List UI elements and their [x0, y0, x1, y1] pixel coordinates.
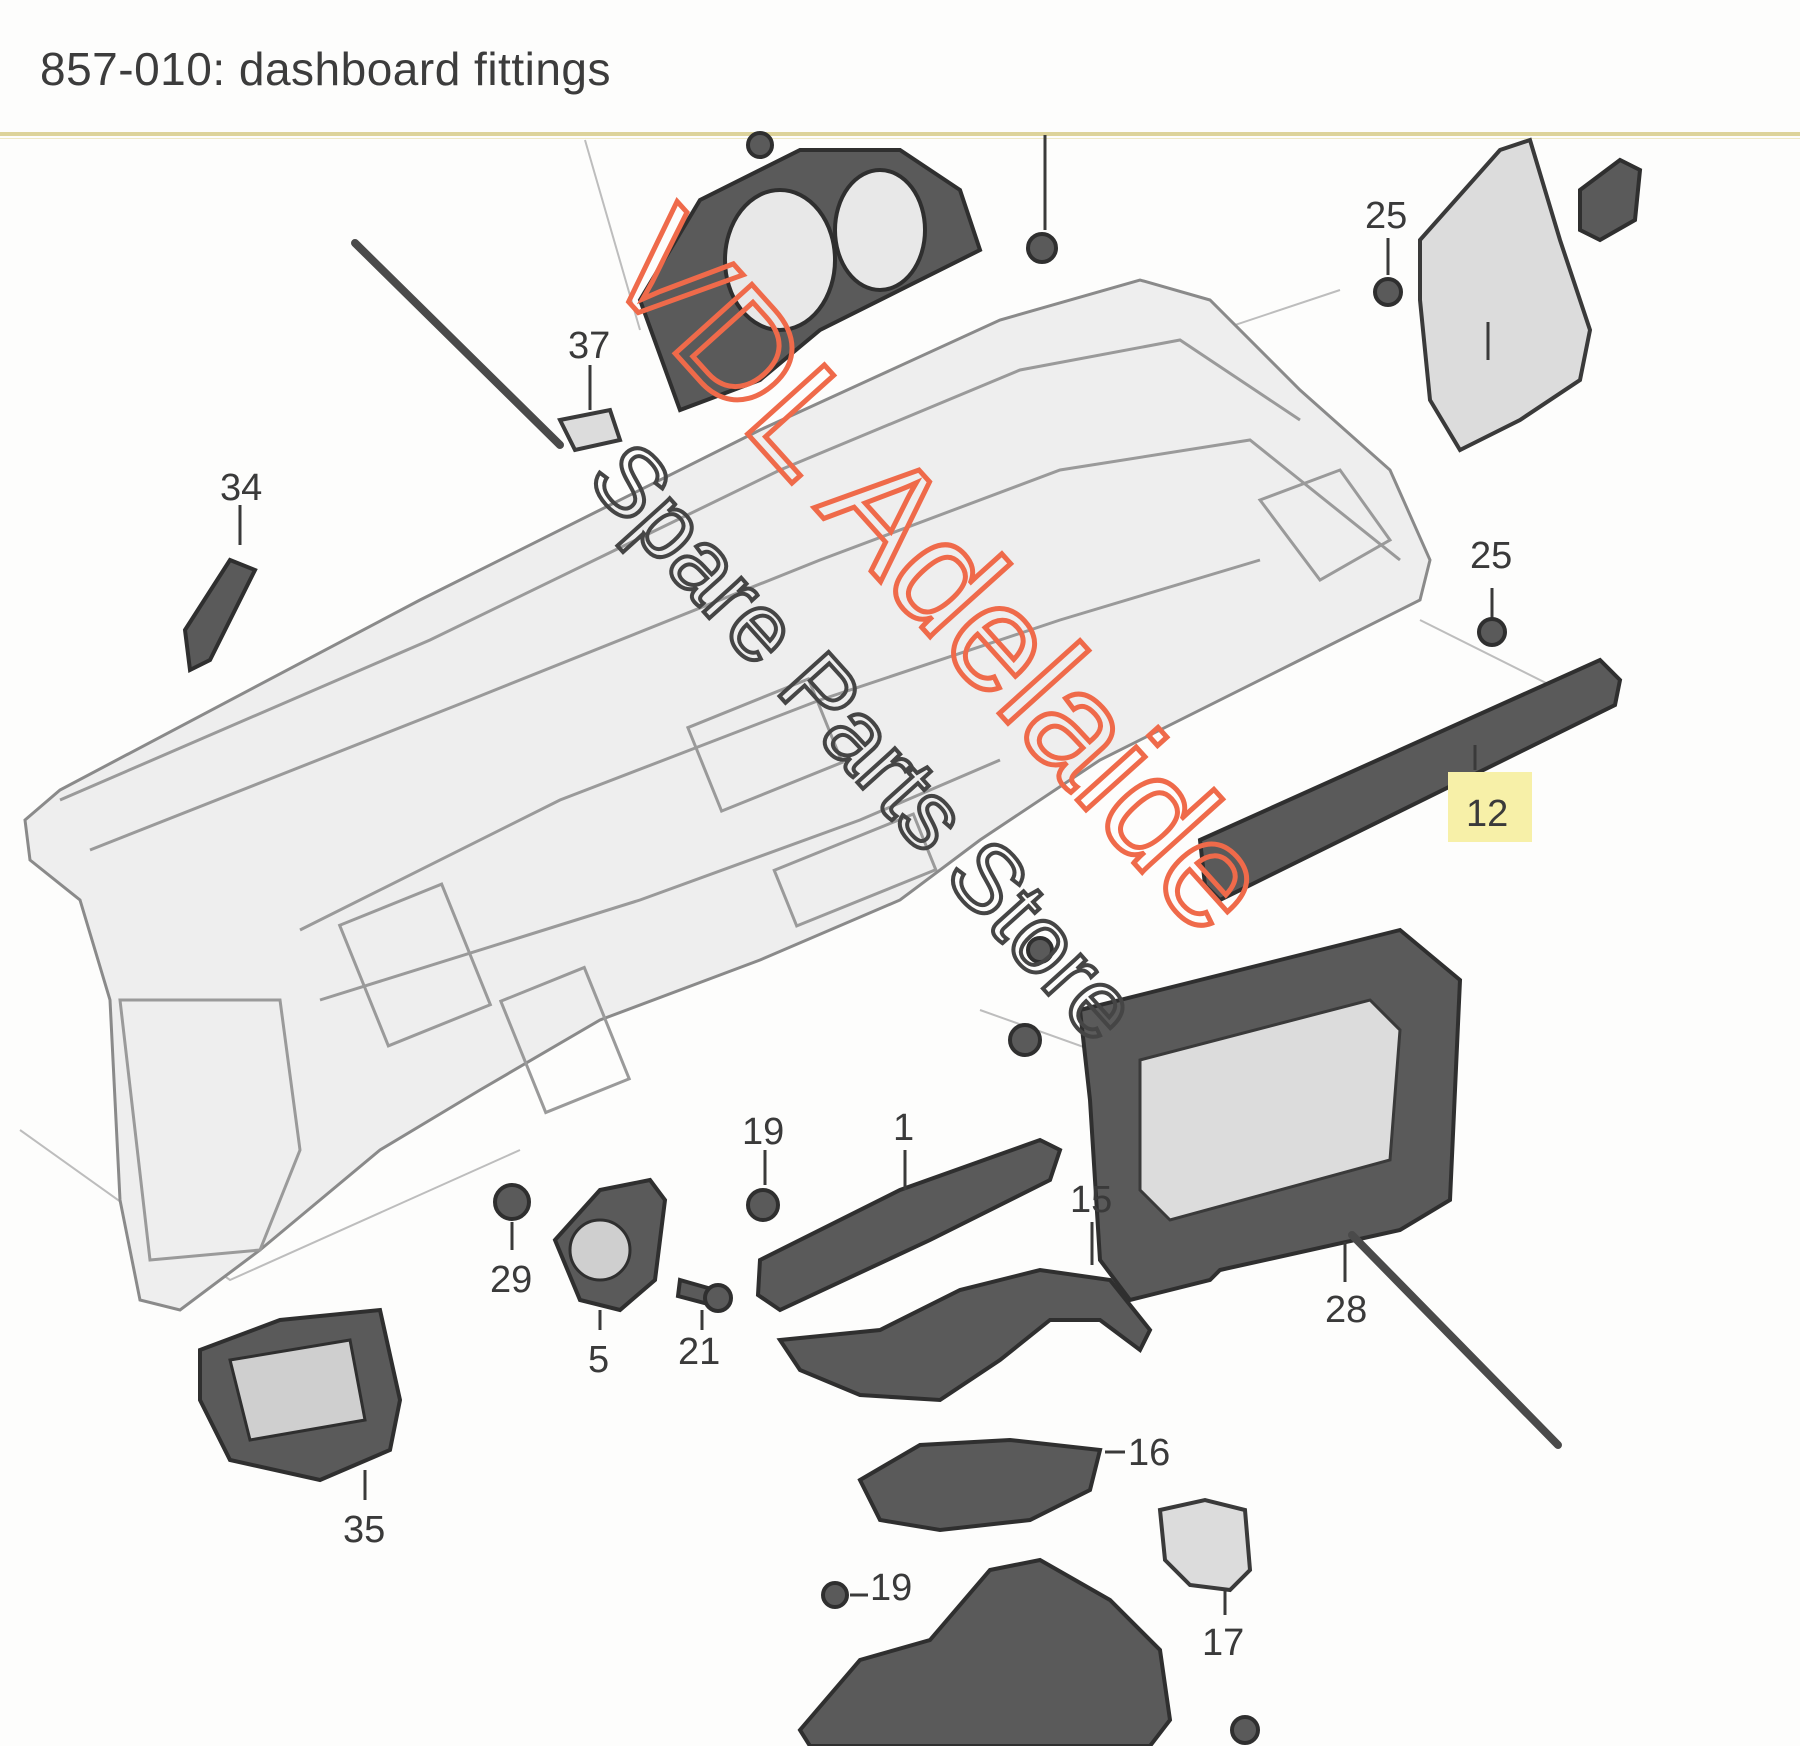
- part-15-shroud: 15: [776, 1179, 1153, 1403]
- callout-35: 35: [343, 1509, 385, 1551]
- callout-29: 29: [490, 1259, 532, 1301]
- part-21-screw: 21: [675, 1277, 733, 1373]
- fastener-bottom: [1230, 1715, 1260, 1745]
- part-12-trim-strip: 25 12: [1197, 535, 1623, 903]
- part-16-cover: 16: [857, 1432, 1170, 1533]
- part-28-clip: 19: [742, 1111, 784, 1222]
- part-side-cover: 25: [1365, 137, 1643, 453]
- callout-34: 34: [220, 467, 262, 509]
- instrument-cluster-surround: [637, 148, 983, 413]
- crop-marks: [351, 239, 1562, 1449]
- dashboard-vent-recess: [1257, 468, 1393, 582]
- fastener-center: [1026, 936, 1054, 964]
- page-title: 857-010: dashboard fittings: [40, 43, 612, 95]
- part-34-trim: 34: [182, 467, 262, 674]
- part-1-bracket: 1: [755, 1107, 1063, 1313]
- callout-1: 1: [893, 1107, 914, 1149]
- callout-19: 19: [870, 1567, 912, 1609]
- callout-21: 21: [678, 1331, 720, 1373]
- callout-12-highlight: [1448, 772, 1532, 842]
- callout-28: 19: [742, 1111, 784, 1153]
- part-37-clip: 37: [557, 325, 623, 453]
- guide-line: [19, 1129, 521, 1282]
- dashboard-opening: [772, 812, 938, 928]
- part-5-switch: 5: [552, 1177, 668, 1381]
- callout-15: 15: [1070, 1179, 1112, 1221]
- guide-line: [584, 139, 641, 331]
- dashboard-opening: [337, 882, 493, 1048]
- callout-37: 37: [568, 325, 610, 367]
- dashboard-frame: [118, 998, 302, 1262]
- dashboard-crease: [299, 558, 1261, 932]
- dashboard-opening: [685, 676, 845, 814]
- dashboard-opening: [498, 965, 632, 1115]
- dashboard-crease: [319, 758, 1001, 1002]
- callout-17: 17: [1202, 1622, 1244, 1664]
- title-divider: [0, 132, 1800, 136]
- fastener-top: [746, 131, 1058, 264]
- callout-25-lower: 25: [1470, 535, 1512, 577]
- fastener-center: [1008, 1023, 1042, 1057]
- callout-16: 16: [1128, 1432, 1170, 1474]
- dashboard-crease: [59, 338, 1301, 802]
- part-19-lower-shroud: 19: [797, 1557, 1260, 1746]
- callout-30: 28: [1325, 1289, 1367, 1331]
- callout-25-upper: 25: [1365, 195, 1407, 237]
- part-30-bezel: 28: [1008, 927, 1463, 1331]
- part-29-clip: 29: [490, 1183, 532, 1301]
- dashboard-body: [23, 278, 1432, 1312]
- callout-12: 12: [1466, 793, 1508, 835]
- part-17-bracket: 17: [1157, 1497, 1253, 1664]
- callout-5: 5: [588, 1339, 609, 1381]
- dashboard-panel: [23, 278, 1432, 1312]
- title-divider-shadow: [0, 138, 1800, 139]
- part-35-vent: 35: [198, 1307, 403, 1551]
- crop-mark: [351, 239, 564, 449]
- dashboard-crease: [89, 438, 1401, 852]
- crop-mark: [1348, 1231, 1562, 1449]
